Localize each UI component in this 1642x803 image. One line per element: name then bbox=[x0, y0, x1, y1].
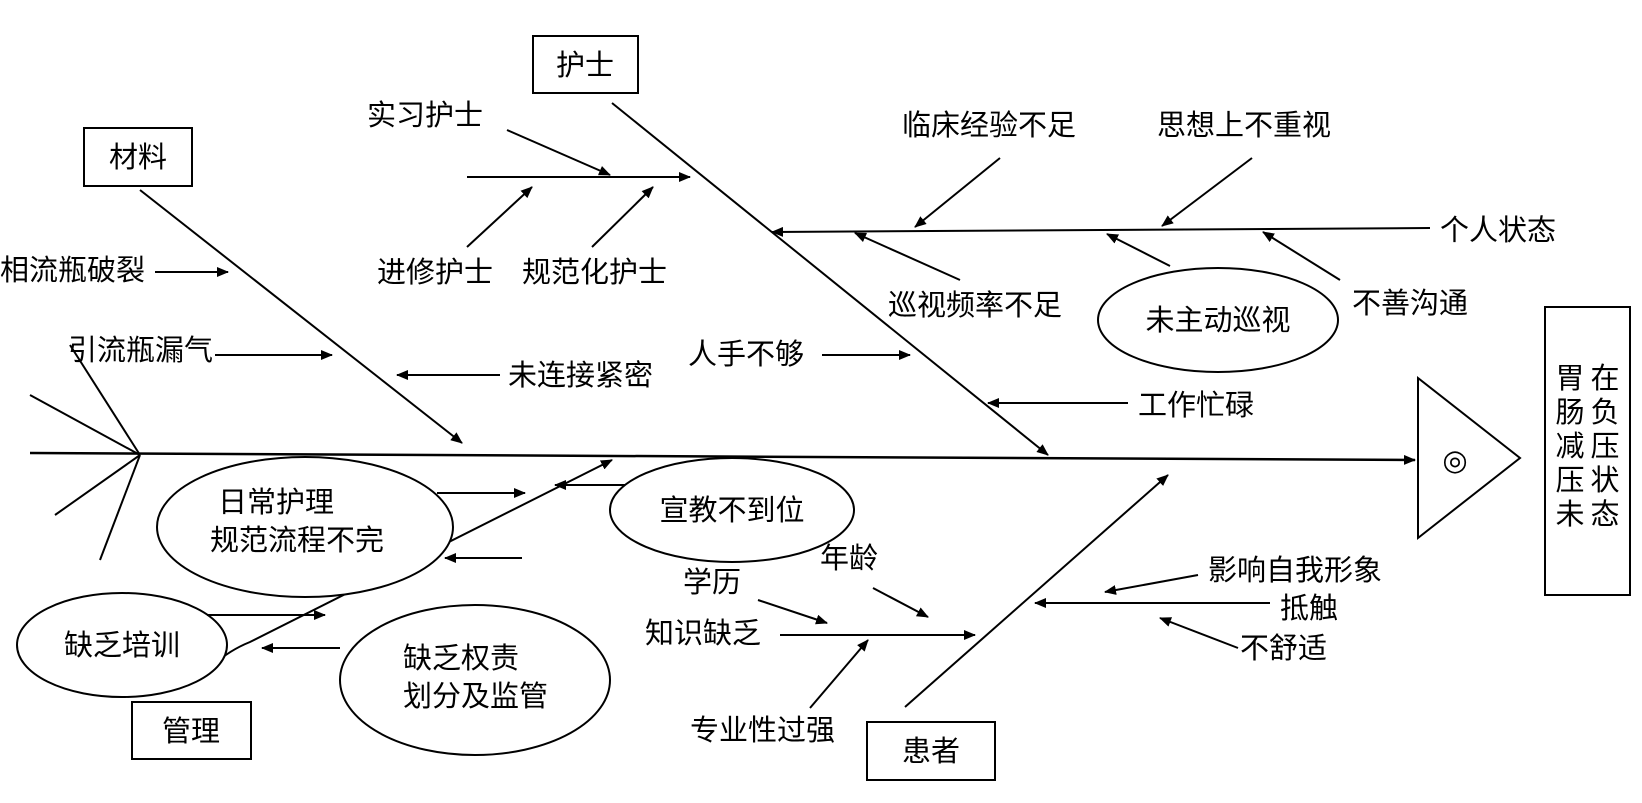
age-label: 年龄 bbox=[820, 541, 878, 575]
result-char: 减 bbox=[1555, 429, 1584, 463]
daily-care-line1: 日常护理 bbox=[218, 485, 334, 519]
fish-head: ◎ bbox=[1417, 375, 1522, 541]
lack-training-label: 缺乏培训 bbox=[64, 628, 180, 662]
result-char: 胃 bbox=[1555, 361, 1584, 395]
daily-care-line2: 规范流程不完 bbox=[210, 523, 384, 557]
result-char: 肠 bbox=[1555, 395, 1584, 429]
intern-nurse-label: 实习护士 bbox=[367, 98, 483, 132]
not-valued-label: 思想上不重视 bbox=[1157, 108, 1331, 142]
result-box: 胃 肠 减 压 未 在 负 压 状 态 bbox=[1544, 306, 1631, 596]
category-box-patient bbox=[866, 721, 996, 781]
result-char: 负 bbox=[1590, 395, 1619, 429]
poor-communication-label: 不善沟通 bbox=[1352, 286, 1468, 320]
no-active-patrol-ellipse bbox=[1097, 267, 1339, 373]
discomfort-label: 不舒适 bbox=[1240, 631, 1327, 665]
personal-state-line bbox=[771, 226, 1431, 237]
category-box-management bbox=[131, 701, 252, 760]
education-level-label: 学历 bbox=[683, 565, 741, 599]
patient-bone bbox=[904, 474, 1169, 708]
result-char: 在 bbox=[1590, 361, 1619, 395]
management-branch: 管理 日常护理 规范流程不完 宣教不到位 缺乏培训 缺乏权责 划分及监管 bbox=[16, 456, 855, 760]
too-professional-label: 专业性过强 bbox=[690, 713, 835, 747]
daily-care-ellipse bbox=[156, 456, 454, 598]
material-bone bbox=[139, 189, 463, 444]
fish-tail bbox=[29, 344, 141, 561]
head-symbol: ◎ bbox=[1442, 443, 1467, 477]
category-label-material: 材料 bbox=[109, 140, 167, 174]
understaffed-label: 人手不够 bbox=[688, 337, 804, 371]
category-label-patient: 患者 bbox=[902, 734, 960, 768]
result-char: 压 bbox=[1555, 463, 1584, 497]
lack-authority-line1: 缺乏权责 bbox=[403, 641, 519, 675]
material-branch: 材料 相流瓶破裂 引流瓶漏气 未连接紧密 bbox=[0, 127, 653, 444]
category-label-management: 管理 bbox=[162, 714, 220, 748]
lack-training-ellipse bbox=[16, 592, 228, 698]
personal-state-label: 个人状态 bbox=[1440, 213, 1556, 247]
result-char: 未 bbox=[1555, 497, 1584, 531]
result-char: 态 bbox=[1590, 497, 1619, 531]
main-spine bbox=[29, 451, 1416, 465]
category-label-nurse: 护士 bbox=[556, 48, 614, 82]
self-image-label: 影响自我形象 bbox=[1208, 553, 1382, 587]
patrol-frequency-label: 巡视频率不足 bbox=[888, 288, 1062, 322]
bottle-broken-label: 相流瓶破裂 bbox=[0, 253, 145, 287]
lack-knowledge-label: 知识缺乏 bbox=[645, 616, 761, 650]
standardized-nurse-label: 规范化护士 bbox=[522, 255, 667, 289]
result-char: 压 bbox=[1590, 429, 1619, 463]
lack-authority-ellipse bbox=[339, 604, 611, 756]
nurse-branch: 护士 个人状态 临床经验不足 思想上不重视 巡视频率不足 未主动巡视 不善沟通 … bbox=[367, 35, 1556, 456]
advanced-nurse-label: 进修护士 bbox=[377, 255, 493, 289]
bottle-leak-label: 引流瓶漏气 bbox=[68, 333, 213, 367]
busy-work-label: 工作忙碌 bbox=[1138, 388, 1254, 422]
nurse-bone bbox=[611, 102, 1049, 456]
category-box-nurse bbox=[532, 35, 639, 94]
no-active-patrol-label: 未主动巡视 bbox=[1145, 303, 1290, 337]
not-tight-label: 未连接紧密 bbox=[508, 358, 653, 392]
result-char: 状 bbox=[1590, 463, 1619, 497]
lack-authority-line2: 划分及监管 bbox=[403, 679, 548, 713]
education-label: 宣教不到位 bbox=[659, 493, 804, 527]
resistance-label: 抵触 bbox=[1280, 591, 1338, 625]
patient-branch: 患者 影响自我形象 抵触 不舒适 知识缺乏 学历 年龄 专业性过强 bbox=[645, 474, 1382, 781]
education-ellipse bbox=[609, 457, 855, 563]
lack-experience-label: 临床经验不足 bbox=[902, 108, 1076, 142]
category-box-material bbox=[83, 127, 193, 187]
